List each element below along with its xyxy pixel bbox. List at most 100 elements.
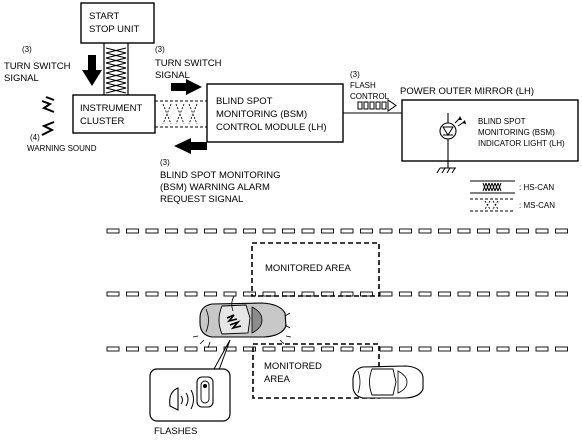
- legend-hs-can-label: : HS-CAN: [519, 183, 554, 192]
- lane-dash: [184, 346, 198, 352]
- legend-hs-can: : HS-CAN: [470, 180, 554, 194]
- signal-label-2: SIGNAL: [4, 73, 39, 84]
- legend-ms-can-label: : MS-CAN: [519, 201, 555, 210]
- lane-dash: [399, 291, 412, 297]
- lane-dash: [282, 346, 295, 352]
- flash-control-pulse-arrow: [357, 99, 397, 112]
- lane-dash: [106, 228, 120, 234]
- indicator-led-icon: [439, 113, 466, 168]
- lane-dash: [262, 346, 276, 352]
- legend-ms-can: : MS-CAN: [470, 198, 555, 212]
- turn-switch-signal-mid: (3) TURN SWITCH SIGNAL: [155, 45, 222, 81]
- lane-dash: [379, 346, 393, 352]
- lane-dash: [321, 346, 334, 352]
- signal-label-1: FLASH: [350, 81, 376, 90]
- signal-number: (3): [160, 158, 170, 167]
- signal-number: (3): [22, 45, 32, 54]
- bsm-control-module-block: BLIND SPOT MONITORING (BSM) CONTROL MODU…: [206, 83, 344, 143]
- ground-icon: [436, 167, 456, 174]
- lane-dash: [399, 346, 412, 352]
- lane-dash: [496, 291, 510, 297]
- signal-label-1: TURN SWITCH: [4, 61, 71, 72]
- lane-dash: [145, 291, 159, 297]
- other-vehicle-icon: [352, 365, 424, 399]
- hs-can-line-vertical: [103, 43, 129, 95]
- lane-dash: [438, 228, 451, 234]
- warning-sound-text: WARNING SOUND: [27, 144, 97, 153]
- lane-dash: [340, 228, 354, 234]
- lane-dash: [418, 346, 432, 352]
- instrument-cluster-label-2: CLUSTER: [80, 116, 124, 127]
- lane-dash: [516, 291, 529, 297]
- lane-dash: [477, 228, 490, 234]
- lane-dash: [223, 291, 237, 297]
- lane-dash: [418, 291, 432, 297]
- lane-dash: [243, 228, 256, 234]
- bsm-module-label-2: MONITORING (BSM): [216, 109, 307, 120]
- lane-dash: [379, 228, 393, 234]
- mirror-title: POWER OUTER MIRROR (LH): [400, 86, 534, 97]
- lane-marking-row-top: [106, 228, 568, 234]
- flashes-label: FLASHES: [154, 426, 197, 437]
- lane-dash: [457, 228, 471, 234]
- power-outer-mirror-block: POWER OUTER MIRROR (LH): [400, 86, 579, 162]
- lane-dash: [126, 228, 139, 234]
- turn-switch-down-arrow: [82, 55, 102, 86]
- lane-dash: [535, 291, 549, 297]
- signal-label-3: REQUEST SIGNAL: [160, 194, 243, 205]
- lane-dash: [496, 228, 510, 234]
- lane-dash: [438, 346, 451, 352]
- lane-dash: [145, 346, 159, 352]
- lane-dash: [204, 228, 217, 234]
- lane-marking-row-bottom: [106, 346, 568, 352]
- signal-label-2: (BSM) WARNING ALARM: [160, 182, 270, 193]
- monitored-area-bottom-label-1: MONITORED: [264, 361, 322, 372]
- ms-can-line-horizontal: [155, 100, 207, 128]
- lane-dash: [457, 291, 471, 297]
- lane-dash: [204, 346, 217, 352]
- lane-dash: [457, 346, 471, 352]
- lane-dash: [535, 346, 549, 352]
- start-stop-unit-label-1: START: [89, 11, 119, 22]
- lane-dash: [399, 228, 412, 234]
- monitored-area-top-label: MONITORED AREA: [265, 263, 352, 274]
- lane-dash: [106, 291, 120, 297]
- instrument-cluster-block: INSTRUMENT CLUSTER: [72, 94, 156, 134]
- lane-dash: [535, 228, 549, 234]
- indicator-label-1: BLIND SPOT: [478, 117, 526, 126]
- lane-dash: [165, 346, 178, 352]
- flash-waves-icon: [180, 389, 194, 410]
- start-stop-unit-block: START STOP UNIT: [80, 2, 155, 44]
- lane-dash: [282, 291, 295, 297]
- lane-dash: [477, 346, 490, 352]
- lane-dash: [165, 228, 178, 234]
- flash-control-signal: (3) FLASH CONTROL: [350, 70, 390, 101]
- indicator-light-label: BLIND SPOT MONITORING (BSM) INDICATOR LI…: [478, 117, 565, 148]
- start-stop-unit-label-2: STOP UNIT: [89, 24, 140, 35]
- signal-label-2: CONTROL: [350, 92, 390, 101]
- lane-dash: [223, 346, 237, 352]
- lane-dash: [555, 291, 568, 297]
- indicator-dot-icon: [203, 384, 207, 388]
- lane-dash: [379, 291, 393, 297]
- lane-dash: [418, 228, 432, 234]
- lane-dash: [126, 291, 139, 297]
- turn-switch-right-arrow: [171, 79, 202, 95]
- lane-dash: [301, 228, 315, 234]
- lane-dash: [360, 228, 373, 234]
- warning-sound-label: (4) WARNING SOUND: [27, 133, 97, 153]
- indicator-label-2: MONITORING (BSM): [478, 128, 555, 137]
- lane-dash: [516, 228, 529, 234]
- bsm-module-label-3: CONTROL MODULE (LH): [216, 122, 327, 133]
- lane-dash: [145, 228, 159, 234]
- signal-label-1: TURN SWITCH: [155, 58, 222, 69]
- lane-dash: [496, 346, 510, 352]
- signal-number: (3): [155, 45, 165, 54]
- lane-dash: [301, 346, 315, 352]
- warning-sound-icon: [41, 96, 55, 136]
- lane-dash: [243, 291, 256, 297]
- lane-dash: [126, 346, 139, 352]
- lane-dash: [321, 291, 334, 297]
- mirror-icon: [169, 387, 179, 411]
